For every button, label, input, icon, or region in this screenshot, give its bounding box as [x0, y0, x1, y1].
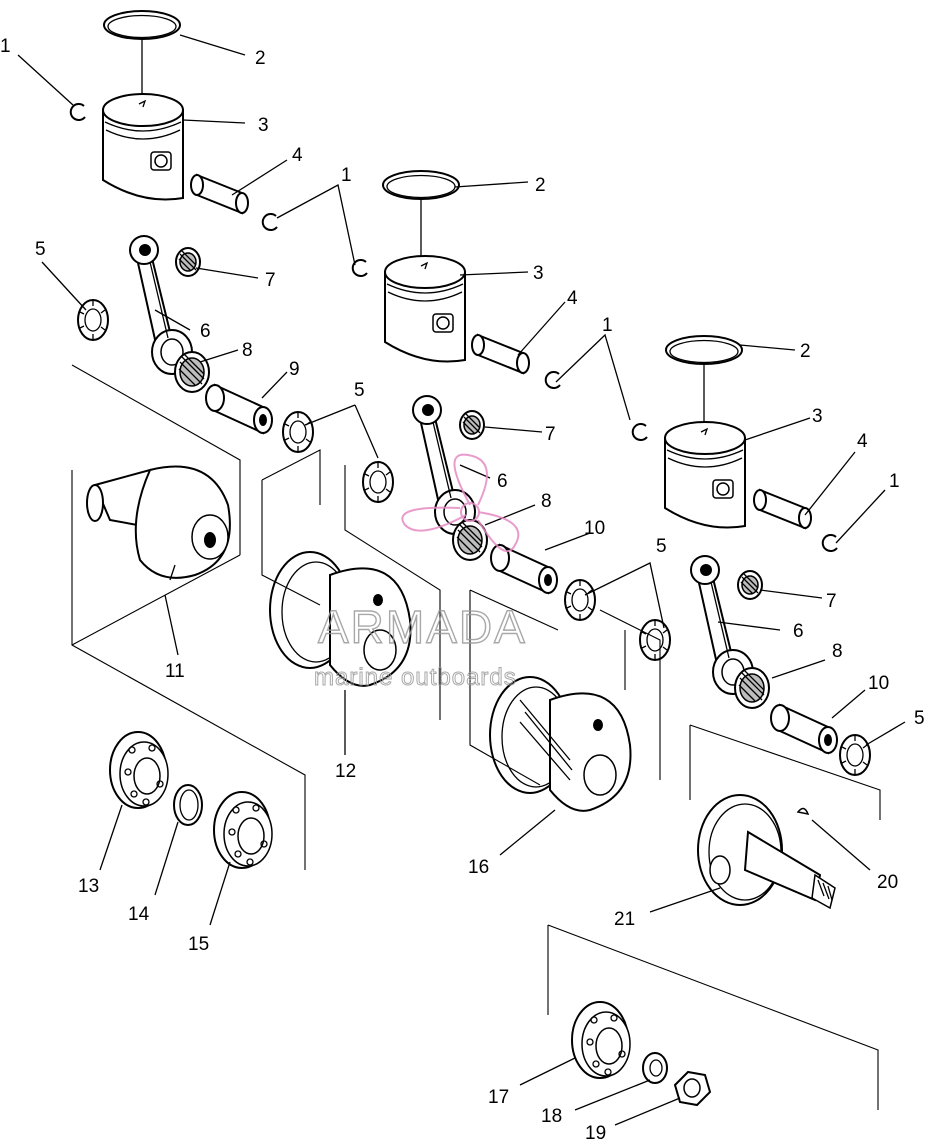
callout-1: 1 — [889, 471, 900, 492]
big-end-bearing — [174, 351, 210, 393]
callout-8: 8 — [541, 491, 552, 512]
thrust-washer — [362, 461, 394, 503]
snap-ring-14 — [173, 784, 203, 826]
callout-18: 18 — [541, 1106, 562, 1127]
thrust-washer — [839, 734, 871, 776]
woodruff-key — [796, 807, 810, 816]
crankshaft-end-11 — [86, 465, 231, 581]
callout-1: 1 — [341, 165, 352, 186]
thrust-washer — [282, 411, 314, 453]
circlip — [821, 534, 838, 553]
thrust-washer — [564, 579, 596, 621]
crankshaft-end-21 — [697, 794, 836, 910]
callout-13: 13 — [78, 876, 99, 897]
washer-18 — [642, 1052, 668, 1084]
piston-pin — [753, 489, 812, 529]
callout-3: 3 — [533, 263, 544, 284]
callout-6: 6 — [200, 321, 211, 342]
callout-15: 15 — [188, 934, 209, 955]
piston-pin — [190, 174, 249, 214]
main-bearing-13 — [109, 731, 169, 809]
nut-19 — [673, 1070, 712, 1107]
leader-lines — [17, 34, 906, 1126]
callout-2: 2 — [800, 341, 811, 362]
callout-6: 6 — [497, 471, 508, 492]
callout-21: 21 — [614, 909, 635, 930]
propeller-logo-icon — [401, 453, 520, 553]
piston-ring — [382, 170, 460, 200]
callout-17: 17 — [488, 1087, 509, 1108]
callout-14: 14 — [128, 904, 150, 925]
circlip — [69, 103, 86, 122]
watermark-brand: ARMADA — [318, 601, 527, 653]
callout-7: 7 — [826, 591, 837, 612]
callout-7: 7 — [545, 424, 556, 445]
callout-5: 5 — [35, 239, 46, 260]
watermark: ARMADA marine outboards — [314, 453, 527, 692]
callout-2: 2 — [535, 175, 546, 196]
small-end-bearing — [459, 410, 485, 440]
callout-1: 1 — [602, 315, 613, 336]
assembly-guides — [71, 364, 881, 1110]
callout-labels: 1 2 3 4 5 6 7 8 9 1 2 3 4 1 5 7 6 8 10 2… — [0, 36, 925, 1139]
piston — [384, 255, 466, 363]
cylinder-2-group — [351, 170, 596, 621]
callout-4: 4 — [567, 288, 578, 309]
callout-3: 3 — [258, 115, 269, 136]
spacer-10 — [490, 544, 558, 594]
callout-8: 8 — [832, 641, 843, 662]
callout-5: 5 — [354, 380, 365, 401]
callout-2: 2 — [255, 48, 266, 69]
callout-1: 1 — [0, 36, 11, 57]
callout-4: 4 — [292, 145, 303, 166]
small-end-bearing — [175, 247, 201, 277]
callout-10: 10 — [868, 673, 889, 694]
piston-ring — [103, 10, 181, 40]
big-end-bearing — [734, 667, 770, 709]
callout-3: 3 — [812, 406, 823, 427]
callout-7: 7 — [265, 270, 276, 291]
piston — [102, 93, 184, 201]
small-end-bearing — [737, 570, 763, 600]
main-bearing-15 — [213, 791, 273, 869]
cylinder-3-group — [631, 335, 871, 776]
watermark-tagline: marine outboards — [314, 664, 517, 691]
crankshaft-section-16 — [489, 676, 632, 812]
callout-4: 4 — [857, 431, 868, 452]
callout-12: 12 — [335, 761, 356, 782]
cylinder-1-group — [69, 10, 314, 453]
callout-16: 16 — [468, 857, 489, 878]
piston-ring — [665, 335, 743, 365]
piston-pin — [471, 334, 530, 374]
thrust-washer — [639, 619, 671, 661]
callout-6: 6 — [793, 621, 804, 642]
callout-20: 20 — [877, 872, 898, 893]
main-bearing-17 — [571, 1001, 631, 1079]
callout-8: 8 — [242, 340, 253, 361]
callout-5: 5 — [914, 708, 925, 729]
spacer-10 — [770, 704, 838, 754]
circlip — [631, 423, 648, 442]
piston — [664, 421, 746, 529]
callout-9: 9 — [289, 359, 300, 380]
callout-10: 10 — [584, 518, 605, 539]
callout-11: 11 — [165, 661, 185, 682]
callout-19: 19 — [585, 1123, 606, 1139]
circlip — [261, 213, 278, 232]
callout-5: 5 — [656, 536, 667, 557]
spacer-9 — [205, 384, 273, 434]
